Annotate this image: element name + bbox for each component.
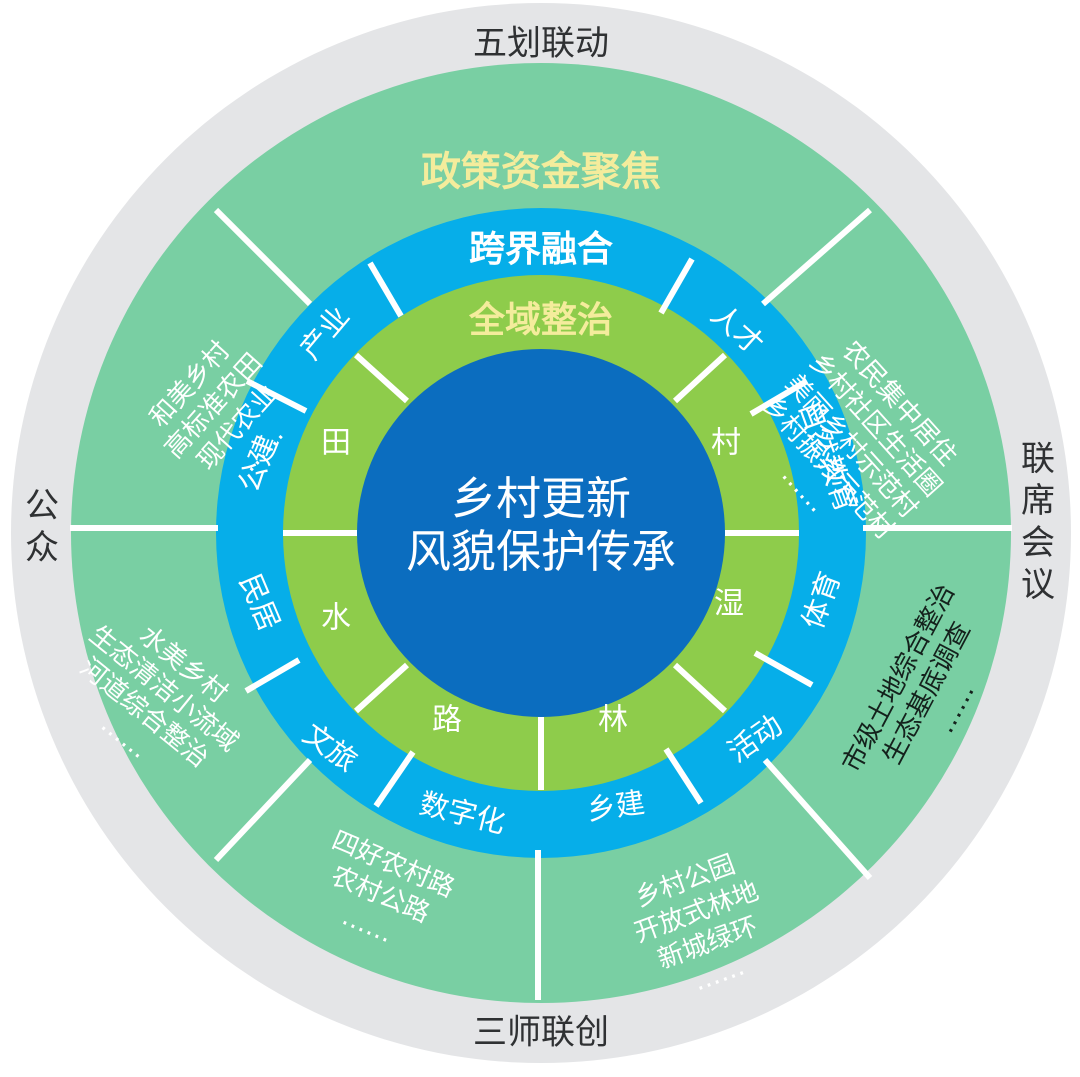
outer-label-right: 联席会议 [1021,439,1055,605]
outer-label-bottom: 三师联创 [473,1013,609,1053]
outer-label-top: 五划联动 [473,24,609,64]
blue-divider-6 [753,650,814,688]
outer-divider-lower-right [762,758,873,880]
outer-label-right-char-3: 议 [1021,565,1055,605]
outer-divider-upper-right [761,207,872,307]
green-divider-lower-left [353,662,410,714]
outer-label-right-char-0: 联 [1021,439,1055,479]
center-title-line-2: 风貌保护传承 [406,525,676,578]
blue-divider-5 [244,657,301,694]
green-label-road: 路 [432,703,462,738]
sector-upper-left-text: 和美乡村高标准农田现代农业…… [135,326,316,507]
green-label-water: 水 [321,601,351,636]
outer-label-left-char-1: 众 [25,528,59,568]
blue-divider-1 [367,261,404,318]
green-divider-upper-left [353,352,410,404]
blue-divider-7 [373,750,416,808]
blue-divider-8 [663,747,704,805]
outer-label-right-char-2: 会 [1021,523,1055,563]
green-label-field: 田 [321,426,351,461]
outer-divider-lower-left [213,757,313,863]
outer-label-right-char-1: 席 [1021,481,1055,521]
outer-label-left: 公众 [25,486,59,568]
center-title-line-1: 乡村更新 [451,472,631,525]
policy-funding-title: 政策资金聚焦 [421,149,661,195]
blue-label-rural-building: 乡建 [585,785,647,827]
cross-border-title: 跨界融合 [469,229,613,270]
blue-divider-3 [245,378,308,414]
green-label-wetland: 湿 [714,587,744,622]
blue-divider-2 [658,257,695,315]
green-label-forest: 林 [598,703,628,738]
green-label-village: 村 [711,426,741,461]
green-divider-upper-right [672,352,728,404]
ring-dividers [70,207,1012,1000]
outer-divider-upper-left [213,207,313,307]
center-blue-circle [357,349,725,717]
green-divider-lower-right [672,662,728,714]
outer-label-left-char-0: 公 [25,486,59,526]
blue-divider-4 [749,378,809,417]
comprehensive-remediation-title: 全域整治 [468,299,613,341]
